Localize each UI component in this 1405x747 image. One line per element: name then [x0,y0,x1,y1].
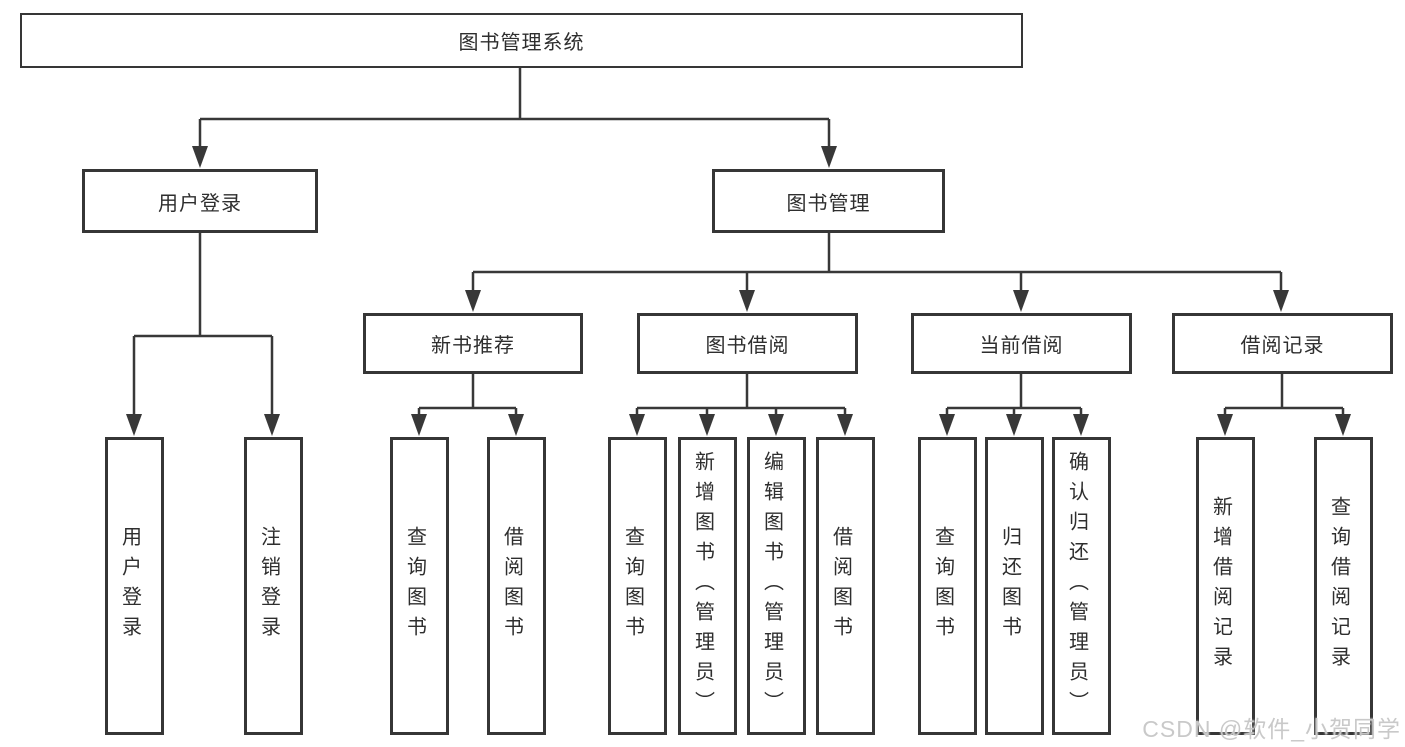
arrow-down-icon [739,290,755,312]
arrow-down-icon [1273,290,1289,312]
leaf-edit-books-admin: 编辑图书（管理员） [747,437,806,735]
node-borrowing-records: 借阅记录 [1172,313,1393,374]
arrow-down-icon [1335,414,1351,436]
arrow-down-icon [508,414,524,436]
leaf-label: 查询图书 [403,526,426,646]
arrow-down-icon [939,414,955,436]
leaf-query-borrow-record: 查询借阅记录 [1314,437,1373,735]
node-label: 图书借阅 [705,335,790,357]
leaf-add-books-admin: 新增图书（管理员） [678,437,737,735]
node-user-login: 用户登录 [82,169,318,233]
arrow-down-icon [1073,414,1089,436]
node-book-borrowing: 图书借阅 [637,313,858,374]
node-library-management-system: 图书管理系统 [20,13,1023,68]
arrow-down-icon [629,414,645,436]
leaf-label: 借阅图书 [500,526,523,646]
arrow-down-icon [821,146,837,168]
leaf-query-books-3: 查询图书 [918,437,977,735]
leaf-add-borrow-record: 新增借阅记录 [1196,437,1255,735]
node-book-management: 图书管理 [712,169,945,233]
leaf-query-books-2: 查询图书 [608,437,667,735]
node-label: 图书管理系统 [458,32,585,54]
node-label: 借阅记录 [1240,335,1325,357]
node-label: 用户登录 [158,192,242,215]
arrow-down-icon [768,414,784,436]
arrow-down-icon [126,414,142,436]
node-label: 新书推荐 [431,335,515,357]
node-label: 当前借阅 [979,335,1064,357]
leaf-borrow-books-2: 借阅图书 [816,437,875,735]
node-label: 图书管理 [786,192,871,215]
arrow-down-icon [264,414,280,436]
arrow-down-icon [192,146,208,168]
leaf-label: 归还图书 [998,526,1021,646]
leaf-label: 注销登录 [257,526,280,646]
arrow-down-icon [411,414,427,436]
arrow-down-icon [1006,414,1022,436]
leaf-label: 查询图书 [931,526,954,646]
csdn-watermark: CSDN @软件_小贺同学 [1142,716,1401,742]
leaf-borrow-books-1: 借阅图书 [487,437,546,735]
leaf-label: 查询图书 [621,526,644,646]
node-current-borrowing: 当前借阅 [911,313,1132,374]
leaf-logout: 注销登录 [244,437,303,735]
leaf-label: 编辑图书（管理员） [760,451,783,721]
leaf-return-books: 归还图书 [985,437,1044,735]
leaf-label: 确认归还（管理员） [1065,451,1088,721]
leaf-confirm-return-admin: 确认归还（管理员） [1052,437,1111,735]
leaf-label: 借阅图书 [829,526,852,646]
leaf-query-books-1: 查询图书 [390,437,449,735]
arrow-down-icon [1013,290,1029,312]
leaf-label: 用户登录 [118,526,141,646]
arrow-down-icon [465,290,481,312]
leaf-label: 查询借阅记录 [1327,496,1350,676]
leaf-label: 新增借阅记录 [1209,496,1232,676]
arrow-down-icon [837,414,853,436]
leaf-user-login: 用户登录 [105,437,164,735]
arrow-down-icon [1217,414,1233,436]
arrow-down-icon [699,414,715,436]
node-new-book-recommend: 新书推荐 [363,313,583,374]
leaf-label: 新增图书（管理员） [691,451,714,721]
